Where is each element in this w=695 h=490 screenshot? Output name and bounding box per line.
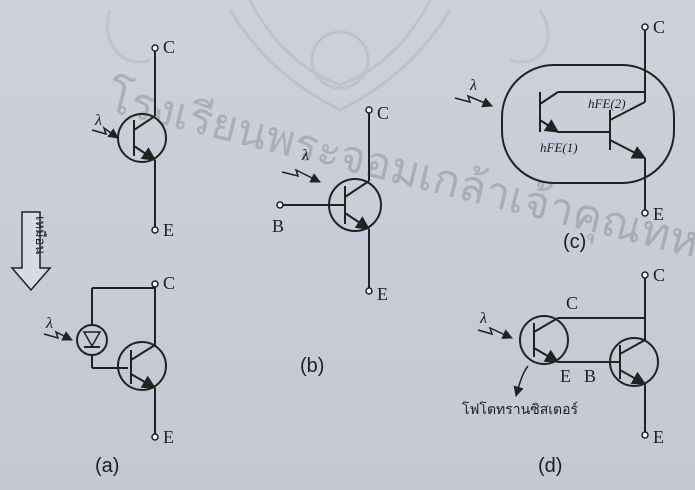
label-d-e: E (653, 427, 664, 447)
label-c-c: C (653, 17, 665, 37)
caption-a: (a) (95, 455, 119, 477)
label-b-e: E (377, 284, 388, 304)
label-c-hfe2: hFE(2) (588, 96, 626, 111)
watermark (105, 0, 550, 112)
label-d-b-mid: B (584, 366, 596, 386)
caption-b: (b) (300, 355, 324, 377)
label-a-bottom-lambda: λ (45, 315, 53, 332)
circuit-d (477, 271, 659, 439)
label-a-bottom-c: C (163, 273, 175, 293)
circuit-a-top (91, 44, 167, 234)
label-a-bottom-e: E (163, 427, 174, 447)
label-d-e-mid: E (560, 366, 571, 386)
caption-c: (c) (563, 231, 586, 253)
label-c-hfe1: hFE(1) (540, 140, 578, 155)
label-d-lambda: λ (479, 310, 487, 327)
label-d-c-mid: C (566, 293, 578, 313)
label-b-c: C (377, 103, 389, 123)
label-a-top-e: E (163, 220, 174, 240)
label-a-top-c: C (163, 37, 175, 57)
label-d-phototransistor: โฟโตทรานซิสเตอร์ (462, 401, 579, 417)
label-c-lambda: λ (469, 77, 477, 94)
caption-d: (d) (538, 455, 562, 477)
label-c-e: E (653, 204, 664, 224)
same-as-label: เหมือน (33, 216, 48, 254)
circuit-c (454, 23, 675, 217)
label-a-top-lambda: λ (94, 112, 102, 129)
label-d-c: C (653, 265, 665, 285)
circuit-a-bottom (43, 280, 167, 441)
circuit-b (276, 106, 382, 295)
label-b-b: B (272, 216, 284, 236)
same-as-arrow (10, 211, 52, 292)
label-b-lambda: λ (301, 147, 309, 164)
